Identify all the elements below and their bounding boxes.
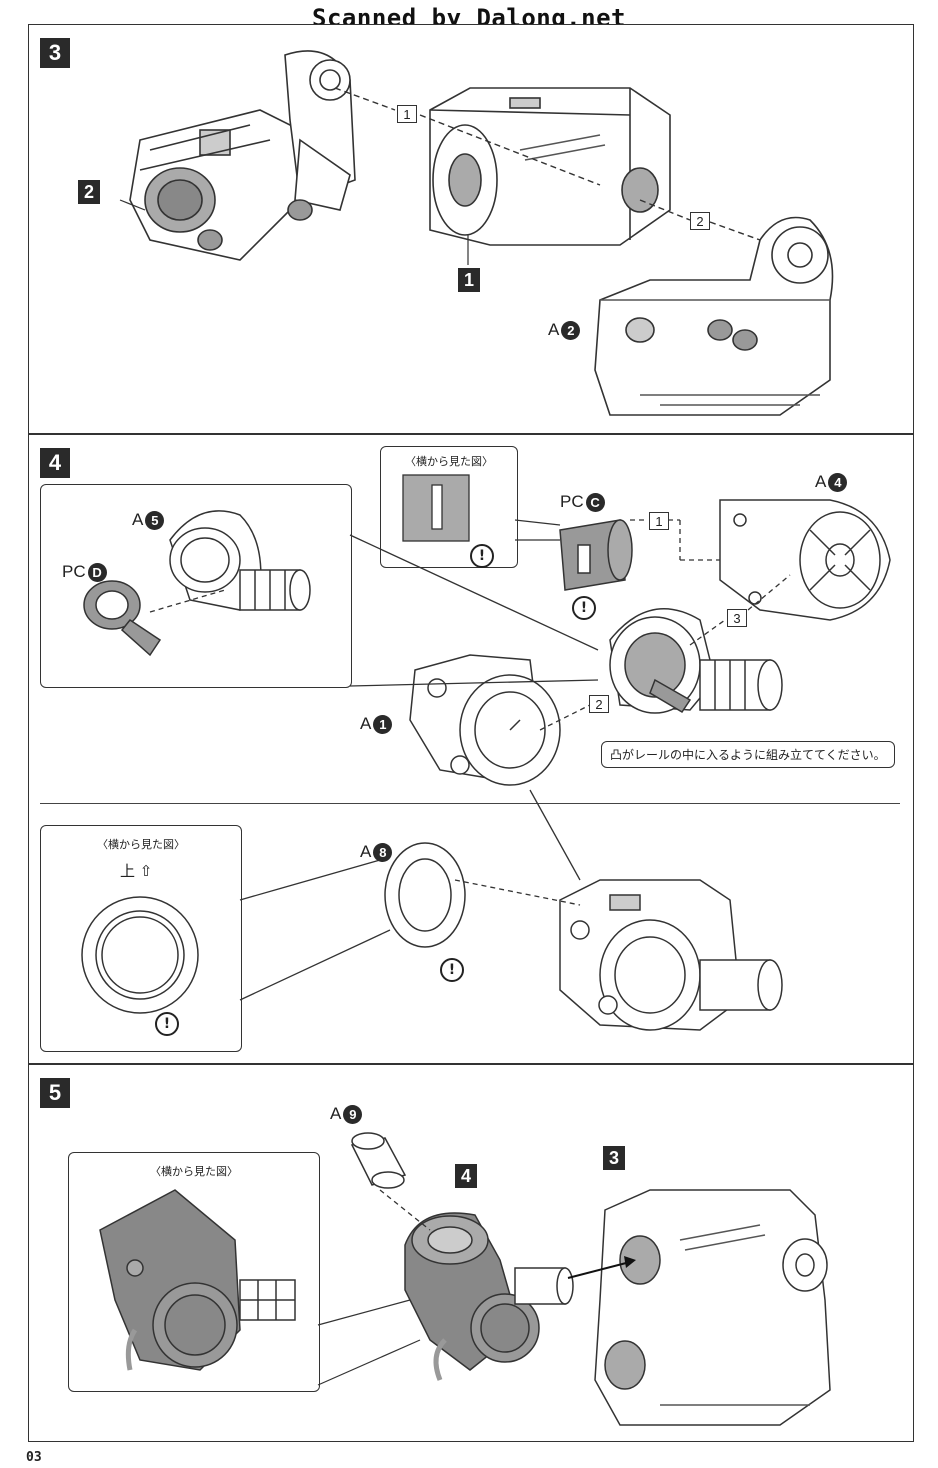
step-4-assembly-note: 凸がレールの中に入るように組み立ててください。 [601, 741, 895, 768]
page-number: 03 [26, 1450, 42, 1465]
step-5-number: 5 [40, 1078, 70, 1108]
part-number-badge: 2 [561, 320, 581, 340]
step-3-guide-lines [334, 87, 761, 241]
part-number-badge: D [87, 562, 107, 582]
step-3-part-a2 [594, 216, 834, 416]
caution-icon: ! [155, 1012, 179, 1036]
inset-a5-drawing [83, 510, 311, 657]
step-3-seq-1: 1 [397, 105, 417, 123]
step-3-tag-1: 1 [458, 268, 480, 292]
pc-c-drawing [559, 519, 633, 591]
pc-c-label: PC C [560, 492, 605, 512]
step-4-dashed-lines [454, 519, 791, 906]
part-number-badge: 9 [343, 1104, 363, 1124]
a9-drawing [350, 1132, 407, 1189]
step-4-number: 4 [40, 448, 70, 478]
final-assembly-drawing [559, 879, 783, 1031]
step-3-leader [119, 199, 146, 211]
part-number-badge: C [585, 492, 605, 512]
step-3-tag-2: 2 [78, 180, 100, 204]
part-prefix: A [815, 472, 827, 491]
step-3-number: 3 [40, 38, 70, 68]
assembly-arrow-head [624, 1256, 636, 1268]
step-4-seq-2: 2 [589, 695, 609, 713]
a1-label: A 1 [360, 714, 393, 734]
step-5-tag-4: 4 [455, 1164, 477, 1188]
ring-caption: 〈横から見た図〉 [97, 838, 185, 851]
step-5-leader [317, 1339, 421, 1386]
part-number-badge: 5 [145, 510, 165, 530]
caution-icon: ! [572, 596, 596, 620]
rotate-arrow-icon [125, 1328, 138, 1371]
up-arrow-icon: ⇧ [139, 862, 153, 880]
part-3-drawing [594, 1189, 831, 1426]
part-4-drawing [404, 1212, 574, 1371]
rotate-arrow-icon [433, 1338, 447, 1381]
part-prefix: A [548, 320, 560, 339]
step-4-guide-lines [239, 519, 599, 1001]
inset-pcd-label: PC D [62, 562, 107, 582]
side-view-caption: 〈横から見た図〉 [405, 455, 493, 468]
caution-icon: ! [470, 544, 494, 568]
part-number-badge: 4 [828, 472, 848, 492]
step-4-divider [40, 803, 900, 804]
step-4-seq-3: 3 [727, 609, 747, 627]
a8-label: A 8 [360, 842, 393, 862]
step-3-center-part [429, 87, 671, 246]
part-prefix: A [360, 842, 372, 861]
side-view-caption: 〈横から見た図〉 [150, 1165, 238, 1178]
step-4-seq-1: 1 [649, 512, 669, 530]
assembly-arrow [567, 1261, 631, 1279]
a1-drawing [409, 654, 561, 786]
step-5-tag-3: 3 [603, 1146, 625, 1170]
a4-label: A 4 [815, 472, 848, 492]
part-number-badge: 8 [373, 842, 393, 862]
inset-a5-label: A 5 [132, 510, 165, 530]
ring-inset-drawing [81, 896, 199, 1014]
a9-label: A 9 [330, 1104, 363, 1124]
part-prefix: A [330, 1104, 342, 1123]
middle-ring-drawing [609, 608, 783, 714]
part-prefix: A [360, 714, 372, 733]
part-prefix: PC [62, 562, 86, 581]
a8-drawing [384, 842, 466, 948]
step-3-left-assembly [129, 50, 356, 261]
side-view-drawing [402, 474, 470, 542]
caution-icon: ! [440, 958, 464, 982]
part-number-badge: 1 [373, 714, 393, 734]
step-3-seq-2: 2 [690, 212, 710, 230]
up-text: 上 [120, 862, 136, 880]
step-5-dashed-line [379, 1189, 431, 1231]
step-5-leader [317, 1299, 411, 1326]
part-prefix: PC [560, 492, 584, 511]
ring-up-label: 上 ⇧ [120, 860, 152, 881]
a4-drawing [719, 499, 891, 621]
step-5-inset-drawing [99, 1189, 296, 1371]
step-3-part-a2-label: A 2 [548, 320, 581, 340]
part-prefix: A [132, 510, 144, 529]
